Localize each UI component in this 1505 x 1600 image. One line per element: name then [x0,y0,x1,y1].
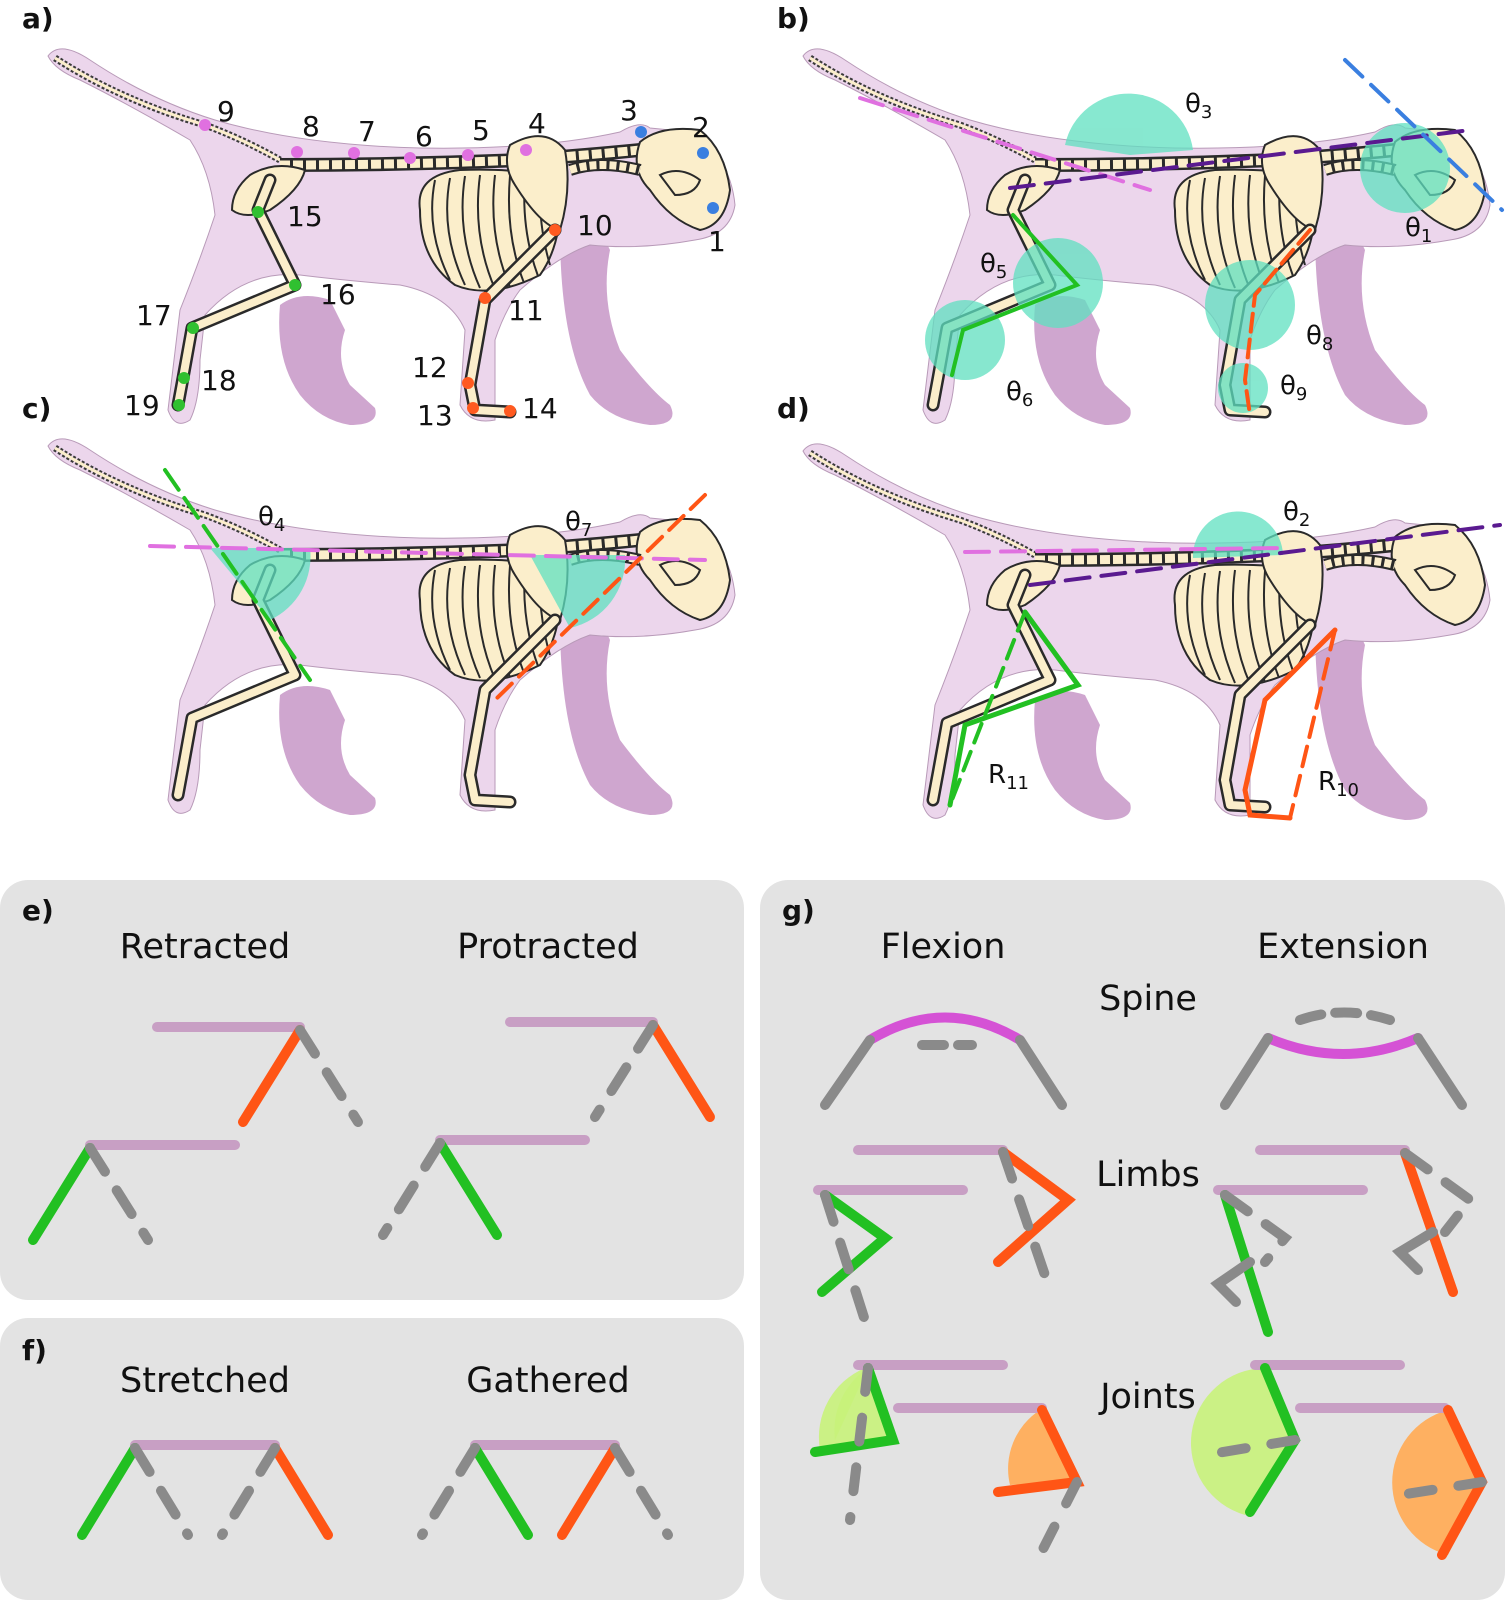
angle-wedges [210,548,626,628]
limbs-flexion-diagram [813,1145,1076,1335]
keypoint-9 [199,119,211,131]
title-protracted: Protracted [457,927,639,967]
panel-f-label: f) [22,1334,47,1367]
cat-illustration [48,439,735,815]
keypoints [173,119,719,417]
keypoint-15 [252,206,264,218]
protracted-diagram [378,1017,715,1240]
keypoint-18 [178,372,190,384]
angle-label-theta3: θ3 [1185,89,1212,123]
title-gathered: Gathered [466,1361,629,1401]
panel-e-label: e) [22,894,54,927]
keypoint-label-9: 9 [217,95,235,128]
keypoint-12 [462,377,474,389]
panel-f: f) Stretched Gathered [0,1318,744,1600]
keypoint-label-3: 3 [620,94,638,127]
keypoint-label-14: 14 [522,392,558,425]
angle-label-theta4: θ4 [258,502,285,536]
title-extension: Extension [1257,927,1429,967]
limbs-extension-diagram [1210,1145,1478,1337]
keypoint-label-12: 12 [412,351,448,384]
keypoint-10 [549,224,561,236]
keypoint-4 [520,144,532,156]
keypoint-label-13: 13 [417,399,453,432]
keypoint-label-8: 8 [302,110,320,143]
title-retracted: Retracted [120,927,291,967]
keypoint-label-10: 10 [577,209,613,242]
keypoint-label-17: 17 [136,299,172,332]
title-flexion: Flexion [881,927,1006,967]
panel-b-label: b) [777,2,810,35]
retracted-diagram [28,1022,363,1245]
panel-e: e) Retracted Protracted [0,880,744,1300]
spine-extension-diagram [1220,1007,1467,1110]
gathered-diagram [417,1440,673,1540]
keypoint-7 [348,147,360,159]
keypoint-14 [504,405,516,417]
keypoint-label-11: 11 [508,294,544,327]
reference-lines [858,58,1504,417]
keypoint-2 [697,147,709,159]
angle-label-theta5: θ5 [980,249,1007,283]
angle-label-theta7: θ7 [565,507,592,541]
keypoint-label-19: 19 [124,389,160,422]
keypoint-label-4: 4 [528,107,546,140]
stretched-diagram [77,1440,333,1540]
angle-label-theta9: θ9 [1280,371,1307,405]
distance-label-r10: R10 [1318,767,1359,801]
reference-lines [947,523,1502,821]
row-label-joints: Joints [1098,1377,1196,1417]
angle-wedges [1192,511,1283,558]
panel-d-label: d) [777,392,810,425]
keypoint-label-2: 2 [692,111,710,144]
angle-wedges [925,93,1450,413]
keypoint-labels: 1 2 3 4 5 6 7 8 9 10 11 12 13 14 15 16 1… [124,94,726,432]
keypoint-6 [404,152,416,164]
keypoint-16 [289,279,301,291]
angle-label-theta2: θ2 [1283,497,1310,531]
keypoint-label-15: 15 [287,200,323,233]
keypoint-19 [173,399,185,411]
panel-a: a) 1 2 3 4 5 [22,2,735,432]
panel-g: g) Flexion Extension Spine Limbs Joints [760,880,1505,1600]
angle-label-theta6: θ6 [1006,377,1033,411]
panel-g-label: g) [782,894,815,927]
keypoint-label-6: 6 [415,120,433,153]
keypoint-17 [187,322,199,334]
keypoint-8 [291,146,303,158]
reference-lines [148,468,707,702]
keypoint-11 [479,292,491,304]
joints-extension-diagram [1190,1360,1488,1560]
keypoint-label-18: 18 [201,364,237,397]
panel-c: c) θ4 θ7 [22,392,735,815]
keypoint-1 [707,202,719,214]
angle-label-theta1: θ1 [1405,213,1432,247]
keypoint-3 [635,126,647,138]
spine-flexion-diagram [820,1012,1067,1110]
keypoint-13 [467,402,479,414]
panel-c-label: c) [22,392,51,425]
panel-a-label: a) [22,2,54,35]
distance-label-r11: R11 [988,760,1029,794]
keypoint-label-5: 5 [472,114,490,147]
joints-flexion-diagram [810,1360,1085,1560]
row-label-spine: Spine [1099,979,1197,1019]
keypoint-label-7: 7 [358,115,376,148]
angle-label-theta8: θ8 [1306,321,1333,355]
title-stretched: Stretched [120,1361,290,1401]
keypoint-label-16: 16 [320,278,356,311]
panel-d: d) θ2 R11 R10 [777,392,1502,821]
row-label-limbs: Limbs [1096,1155,1200,1195]
panel-b: b) θ3 θ1 θ5 θ6 θ8 θ9 [777,2,1504,425]
keypoint-5 [462,149,474,161]
keypoint-label-1: 1 [708,225,726,258]
cat-illustration [803,444,1490,820]
